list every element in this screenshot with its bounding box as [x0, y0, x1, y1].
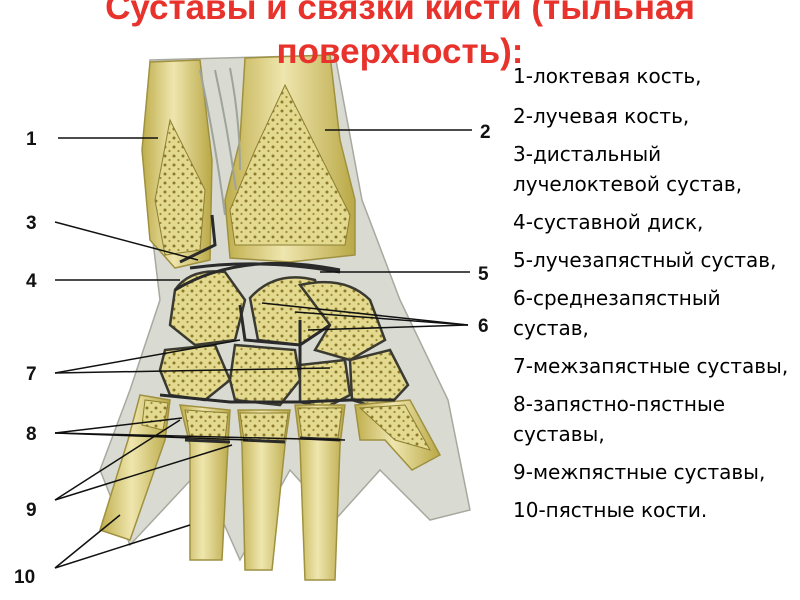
legend-item: 8-запястно-пястные суставы,	[513, 392, 726, 446]
label-10: 10	[14, 567, 35, 588]
legend-item: 9-межпястные суставы,	[513, 460, 766, 484]
label-8: 8	[26, 424, 37, 445]
legend-item: 6-среднезапястный сустав,	[513, 286, 721, 340]
label-4: 4	[26, 271, 37, 292]
ulna-cancellous	[154, 118, 206, 256]
label-3: 3	[26, 213, 37, 234]
legend-list: 1-локтевая кость, 2-лучевая кость, 3-дис…	[513, 61, 800, 533]
metacarpal-bone	[179, 404, 231, 561]
label-7: 7	[26, 364, 37, 385]
carpal-bone	[297, 280, 387, 362]
metacarpal-bone	[237, 409, 291, 571]
radiocarpal-joint-line	[189, 262, 341, 274]
legend-item: 2-лучевая кость,	[513, 104, 690, 128]
legend-item: 10-пястные кости.	[513, 498, 708, 522]
joint-lines	[159, 214, 395, 444]
metacarpal-bone	[99, 394, 171, 541]
tendon-strands	[199, 67, 241, 216]
carpal-bone	[348, 348, 410, 412]
page-title: Суставы и связки кисти (тыльная поверхно…	[0, 0, 800, 74]
label-6: 6	[478, 316, 489, 337]
legend-item: 1-локтевая кость,	[513, 64, 702, 88]
carpal-bone	[228, 343, 302, 407]
label-9: 9	[26, 500, 37, 521]
label-1: 1	[26, 129, 37, 150]
legend-item: 7-межзапястные суставы,	[513, 354, 789, 378]
distal-radioulnar-joint-line	[179, 214, 217, 264]
radius-cancellous	[229, 83, 351, 246]
label-5: 5	[478, 264, 489, 285]
title-line-1: Суставы и связки кисти (тыльная	[105, 0, 695, 27]
metacarpal-bone	[294, 404, 346, 581]
carpal-bones	[158, 270, 410, 412]
legend-item: 3-дистальный лучелоктевой сустав,	[513, 142, 743, 196]
legend-item: 5-лучезапястный сустав,	[513, 248, 777, 272]
carpal-bone	[168, 270, 247, 347]
leader-lines	[54, 129, 472, 569]
intercarpal-joint-line	[159, 393, 395, 404]
number-labels: 1 2 3 4 5 6 7 8 9 10	[14, 122, 491, 588]
label-2: 2	[480, 122, 491, 143]
midcarpal-joint-line	[238, 304, 331, 370]
title-line-2: поверхность):	[276, 32, 524, 71]
legend-item: 4-суставной диск,	[513, 210, 704, 234]
